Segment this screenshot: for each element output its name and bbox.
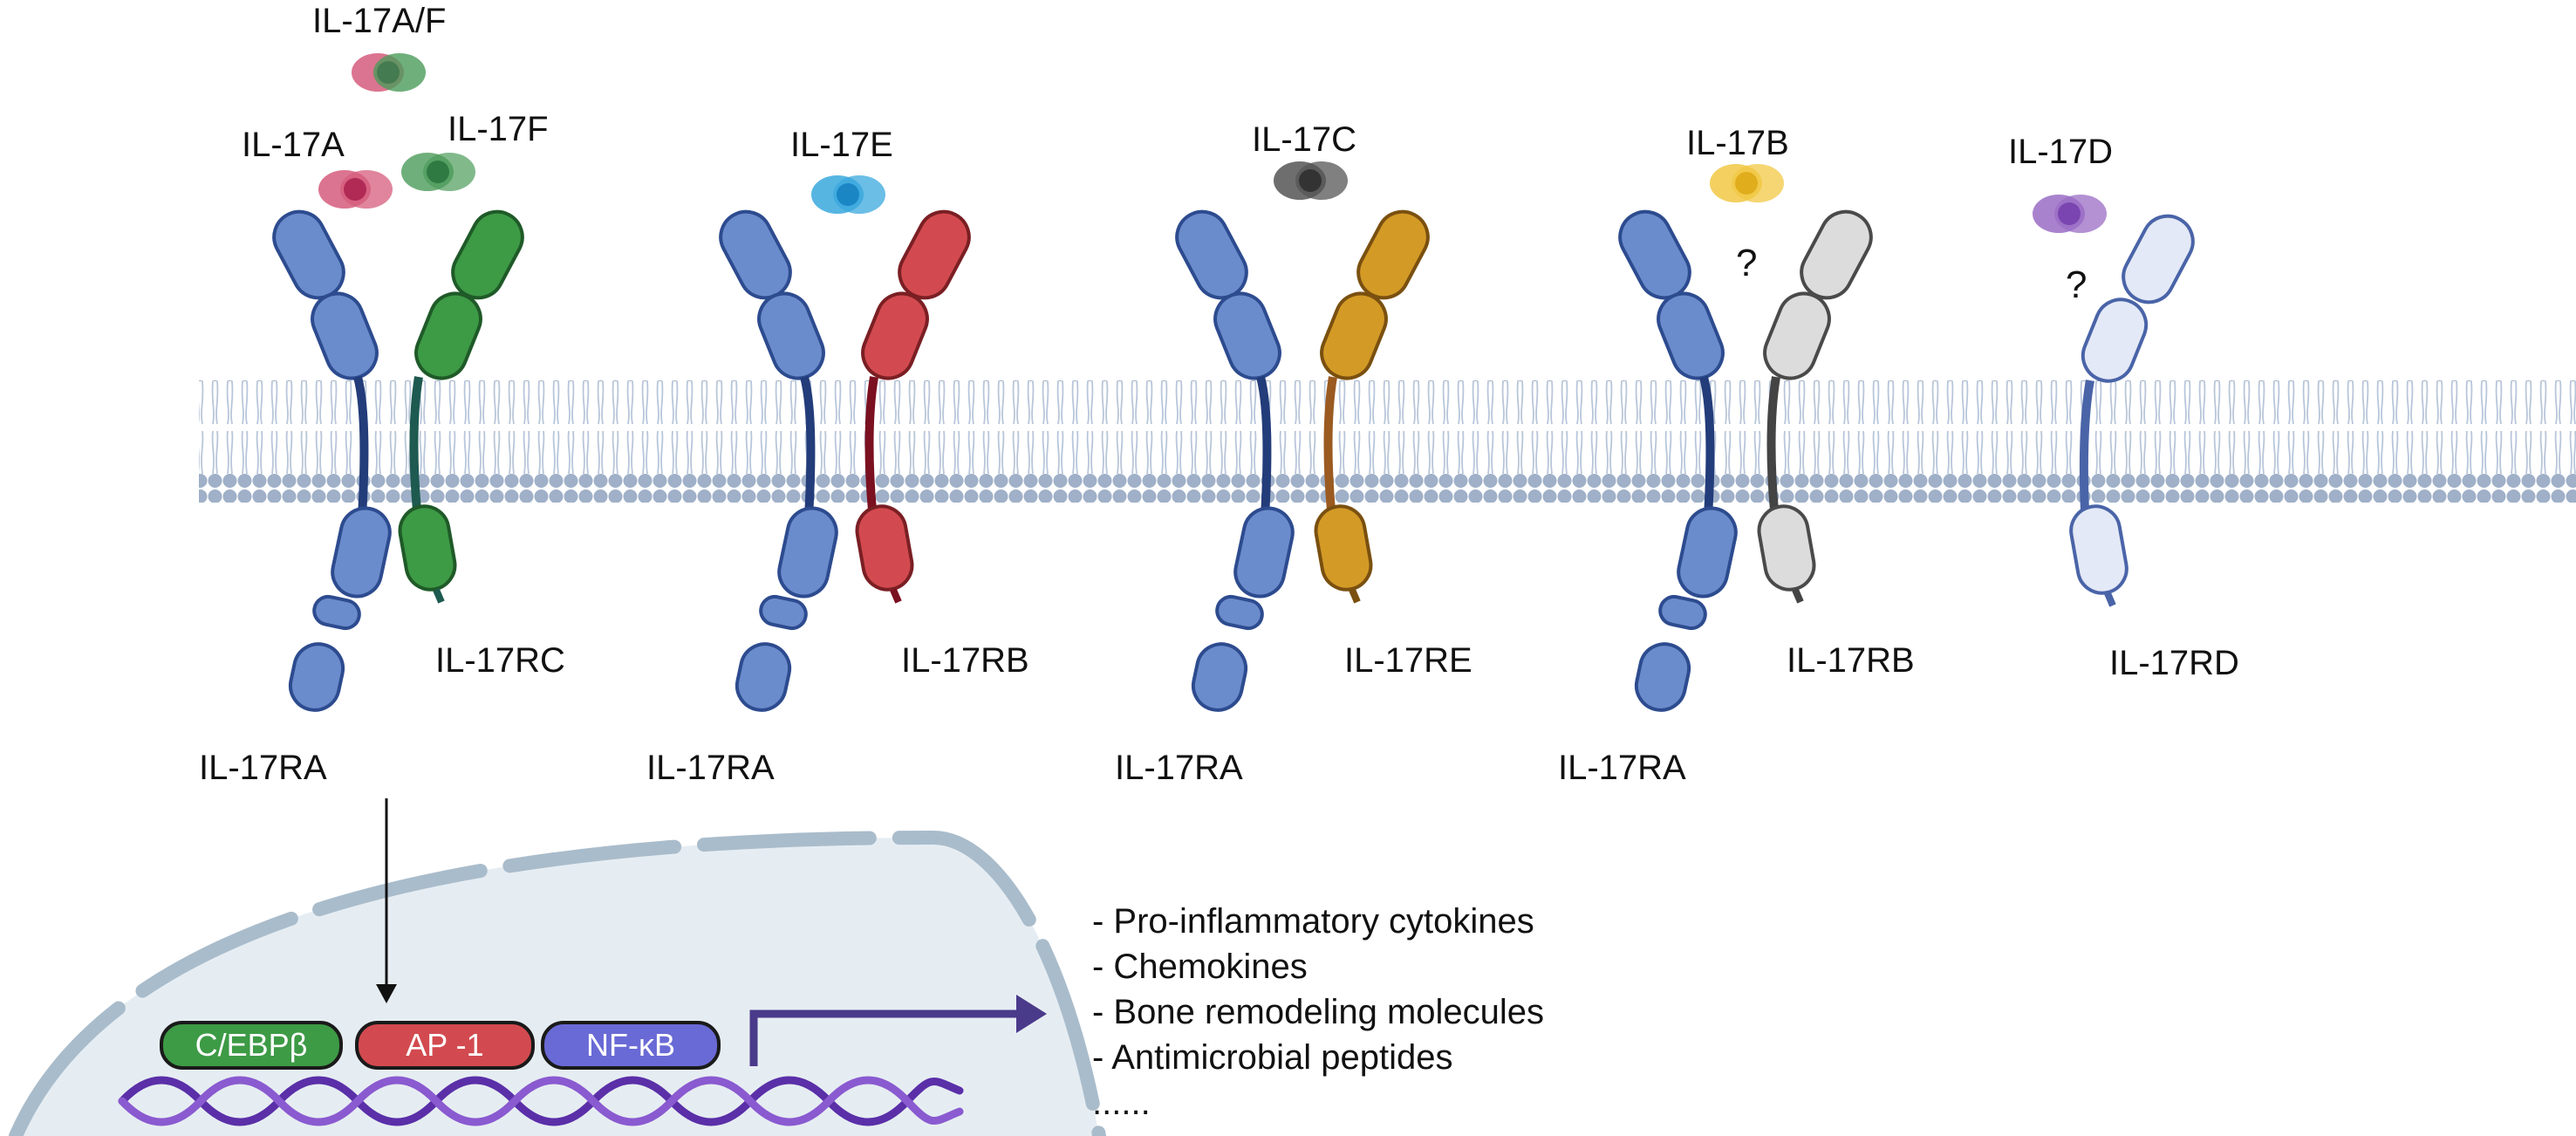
label-il17rb-1: IL-17RB — [901, 641, 1029, 680]
receptor-il17rb-1 — [855, 209, 971, 604]
label-il17e: IL-17E — [790, 126, 893, 164]
label-il17ra-2: IL-17RA — [646, 749, 775, 787]
dna-helix — [118, 1076, 964, 1126]
signal-arrow — [376, 798, 397, 1003]
output-item: - Antimicrobial peptides — [1092, 1038, 1453, 1077]
receptor-il17ra-2 — [719, 209, 838, 712]
label-il17c: IL-17C — [1252, 120, 1357, 159]
receptor-il17ra-3 — [1175, 209, 1295, 712]
tf-ap1: AP -1 — [355, 1021, 535, 1070]
label-il17ra-1: IL-17RA — [199, 749, 327, 787]
output-item: - Chemokines — [1092, 948, 1308, 986]
tf-nfkb: NF-κB — [541, 1021, 721, 1070]
label-il17a: IL-17A — [242, 126, 345, 164]
ligand-il17d-dimer — [2033, 195, 2107, 233]
label-il17re: IL-17RE — [1344, 641, 1472, 680]
label-il17b: IL-17B — [1686, 124, 1789, 162]
nucleus — [9, 830, 1106, 1136]
output-item: - Bone remodeling molecules — [1092, 993, 1545, 1031]
ligand-il17b-dimer — [1710, 164, 1784, 202]
output-item: - Pro-inflammatory cytokines — [1092, 902, 1534, 941]
label-il17rd: IL-17RD — [2109, 644, 2239, 682]
receptor-il17rb-2 — [1757, 209, 1873, 604]
cell-membrane — [199, 380, 2576, 503]
receptor-il17rd — [2069, 214, 2195, 607]
receptor-il17ra-4 — [1618, 209, 1738, 712]
output-list: - Pro-inflammatory cytokines - Chemokine… — [1092, 899, 1544, 1080]
receptor-il17re — [1314, 209, 1430, 604]
receptor-il17rc — [398, 209, 524, 604]
ligand-il17a-dimer — [318, 170, 393, 209]
label-il17d: IL-17D — [2008, 133, 2114, 171]
ligand-il17af-dimer — [352, 53, 426, 92]
output-more: ...... — [1092, 1084, 1151, 1122]
transcription-arrow — [749, 995, 1047, 1066]
label-il17af: IL-17A/F — [312, 2, 447, 40]
label-il17f: IL-17F — [448, 110, 549, 148]
receptor-il17ra-1 — [272, 209, 392, 712]
label-il17ra-3: IL-17RA — [1115, 749, 1243, 787]
ligand-il17c-dimer — [1274, 161, 1348, 200]
ligand-il17f-dimer — [401, 153, 475, 191]
label-il17ra-4: IL-17RA — [1558, 749, 1686, 787]
unknown-mark-il17b: ? — [1736, 242, 1758, 284]
label-il17rb-2: IL-17RB — [1787, 641, 1915, 680]
unknown-mark-il17d: ? — [2066, 263, 2087, 306]
ligand-il17e-dimer — [811, 175, 885, 214]
tf-cebpb: C/EBPβ — [160, 1021, 343, 1070]
label-il17rc: IL-17RC — [435, 641, 565, 680]
